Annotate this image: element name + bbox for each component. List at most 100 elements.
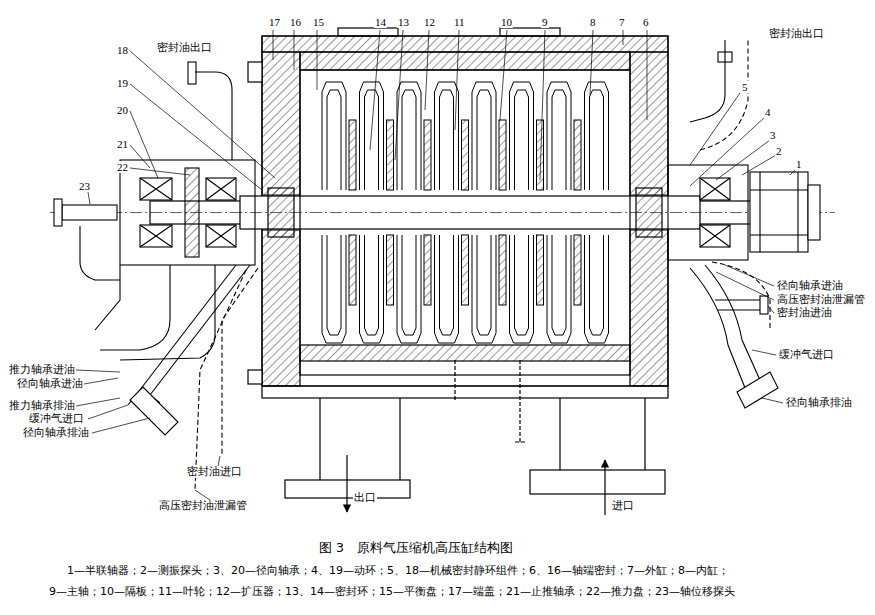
drawing-part	[54, 62, 258, 490]
drawing-part	[402, 235, 416, 335]
drawing-part	[700, 225, 730, 247]
drawing-part	[425, 30, 429, 110]
drawing-part	[762, 398, 783, 403]
drawing-part	[349, 120, 356, 190]
drawing-part	[424, 120, 431, 190]
drawing-part	[690, 268, 745, 388]
callout-number: 21	[116, 138, 129, 150]
drawing-part	[547, 82, 571, 190]
drawing-part	[760, 296, 768, 314]
drawing-part	[262, 36, 668, 52]
port-label: 径向轴承进油	[776, 280, 844, 292]
callout-number: 11	[453, 16, 466, 28]
legend-note: 9—主轴；10—隔板；11—叶轮；12—扩压器；13、14—密封环；15—平衡盘…	[48, 586, 736, 598]
drawing-part	[435, 82, 459, 190]
drawing-part	[515, 235, 529, 335]
drawing-part	[370, 30, 380, 150]
drawing-part	[574, 120, 581, 190]
drawing-part	[262, 52, 300, 195]
callout-number: 17	[268, 16, 281, 28]
drawing-part	[540, 30, 545, 180]
drawing-part	[560, 398, 645, 470]
callout-number: 8	[589, 16, 597, 28]
drawing-part	[808, 185, 820, 240]
drawing-part	[530, 470, 665, 494]
drawing-part	[700, 225, 730, 247]
port-label: 高压密封油泄漏管	[776, 294, 866, 306]
drawing-part	[248, 370, 262, 384]
drawing-part	[88, 405, 128, 419]
drawing-part	[462, 120, 469, 190]
figure-caption: 图 3 原料气压缩机高压缸结构图	[318, 541, 514, 555]
drawing-part	[440, 90, 454, 190]
drawing-part	[62, 205, 117, 220]
drawing-part	[322, 82, 346, 190]
drawing-part	[365, 90, 379, 190]
drawing-part	[395, 30, 403, 160]
drawing-part	[320, 398, 400, 480]
drawing-part	[547, 235, 571, 343]
port-label: 缓冲气进口	[778, 349, 835, 361]
drawing-part	[768, 306, 774, 313]
drawing-part	[327, 90, 341, 190]
drawing-part	[752, 350, 776, 355]
drawing-part	[668, 165, 748, 260]
callout-number: 10	[500, 16, 513, 28]
drawing-part	[537, 235, 544, 305]
drawing-part	[76, 30, 796, 500]
drawing-part	[206, 225, 236, 247]
drawing-part	[54, 199, 62, 226]
callout-number: 5	[741, 81, 749, 93]
drawing-part	[690, 117, 765, 186]
callout-number: 6	[642, 16, 650, 28]
drawing-part	[510, 82, 534, 190]
callout-number: 4	[764, 106, 772, 118]
callout-number: 22	[116, 161, 129, 173]
drawing-part	[387, 235, 394, 305]
callout-number: 2	[775, 145, 783, 157]
callout-number: 1	[795, 158, 803, 170]
callout-number: 20	[116, 104, 129, 116]
drawing-part	[435, 235, 459, 343]
drawing-part	[120, 265, 215, 360]
drawing-part	[140, 178, 172, 200]
drawing-part	[346, 455, 347, 512]
callout-number: 12	[423, 16, 436, 28]
drawing-part	[590, 90, 604, 190]
drawing-part	[718, 52, 732, 62]
drawing-part	[140, 225, 172, 247]
port-label: 出口	[353, 492, 377, 504]
drawing-part	[140, 225, 172, 247]
drawing-part	[690, 93, 740, 165]
drawing-part	[130, 111, 158, 178]
drawing-part	[300, 52, 630, 70]
port-label: 推力轴承进油	[8, 364, 76, 376]
callout-number: 9	[541, 16, 549, 28]
drawing-part	[647, 30, 648, 120]
drawing-part	[477, 90, 491, 190]
drawing-part	[120, 160, 255, 265]
drawing-part	[317, 30, 318, 90]
drawing-part	[50, 212, 835, 213]
drawing-part	[454, 360, 455, 400]
callout-number: 14	[374, 16, 387, 28]
drawing-part	[338, 28, 398, 36]
drawing-part	[750, 172, 808, 252]
port-label: 密封油进油	[776, 307, 833, 319]
drawing-part	[552, 235, 566, 335]
callout-number: 18	[116, 44, 129, 56]
port-label: 密封油出口	[768, 28, 825, 40]
drawing-part	[92, 418, 150, 433]
drawing-part	[397, 82, 421, 190]
drawing-part	[80, 226, 120, 280]
drawing-part	[604, 460, 605, 515]
drawing-part	[715, 300, 760, 310]
drawing-part	[623, 30, 624, 45]
drawing-part	[136, 265, 236, 395]
drawing-part	[716, 140, 770, 180]
drawing-part	[95, 265, 120, 330]
callout-number: 15	[312, 16, 325, 28]
drawing-part	[472, 82, 496, 190]
drawing-part	[248, 62, 262, 82]
drawing-part	[440, 235, 454, 335]
